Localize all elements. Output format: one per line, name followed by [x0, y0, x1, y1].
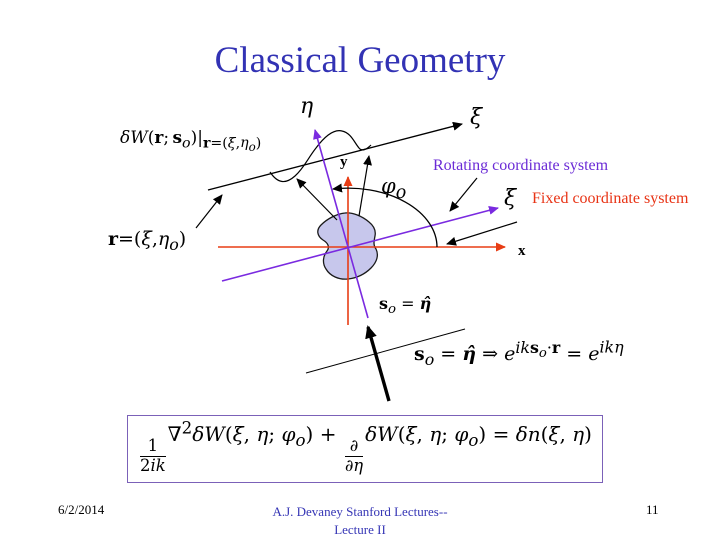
- detector-line: [207, 121, 463, 191]
- measured-wave-squiggle: [269, 130, 372, 183]
- r-point-annotation-arrow: [195, 194, 223, 229]
- propagation-arrow-left: [296, 178, 338, 221]
- footer-date: 6/2/2014: [58, 502, 105, 517]
- xi-rotating-axis-label: ξ: [504, 186, 517, 211]
- phi-angle-label: φo: [381, 174, 407, 204]
- footer-credit-line1: A.J. Devaney Stanford Lectures--: [272, 504, 448, 519]
- phi-angle-arc: [332, 183, 438, 248]
- y-axis-label: y: [340, 154, 348, 170]
- fixed-system-label: Fixed coordinate system: [532, 190, 689, 207]
- footer-credit-line2: Lecture II: [334, 521, 386, 537]
- slide-title: Classical Geometry: [214, 40, 506, 81]
- eta-rotating-axis-line: [313, 129, 369, 319]
- rotating-system-label: Rotating coordinate system: [433, 157, 609, 174]
- footer-credit: A.J. Devaney Stanford Lectures-- Lecture…: [0, 503, 720, 538]
- xi-rotating-axis-line: [221, 205, 499, 282]
- footer-page-number: 11: [646, 502, 659, 517]
- incident-direction-arrow: [365, 325, 391, 402]
- fixed-system-annotation-arrow: [446, 221, 518, 246]
- plane-wave-formula: so = η̂ ⇒ eikso·r = eikη: [414, 337, 624, 369]
- detector-field-label: δW(r; so)|r=(ξ,ηo): [120, 128, 262, 155]
- incident-wavefront-line: [305, 328, 466, 374]
- xi-detector-axis-label: ξ: [470, 105, 483, 130]
- rotating-system-annotation-arrow: [449, 177, 478, 212]
- eta-axis-label: η: [300, 94, 314, 119]
- source-point-label: r=(ξ,ηo): [108, 228, 187, 254]
- incident-direction-label: so = η̂: [379, 294, 432, 318]
- propagation-arrow-right: [358, 155, 372, 217]
- x-axis-label: x: [518, 243, 526, 259]
